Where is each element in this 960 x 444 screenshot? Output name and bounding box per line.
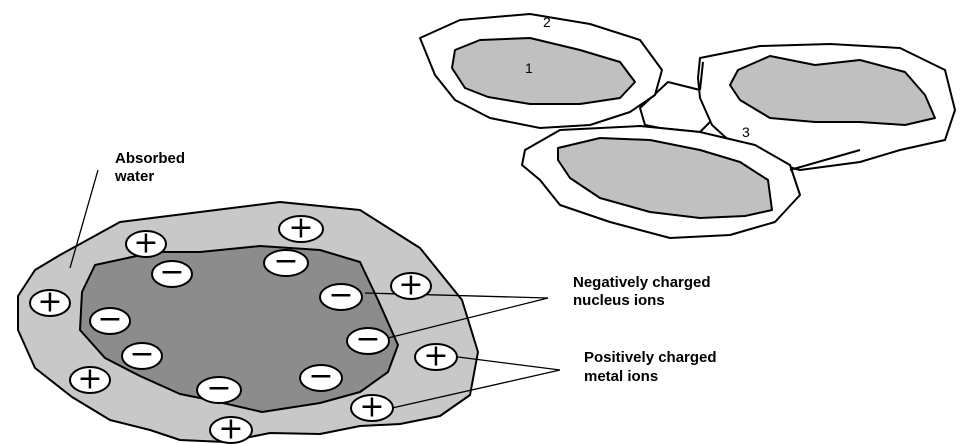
label-negative-ions-line2: nucleus ions — [573, 292, 665, 309]
svg-text:+: + — [133, 226, 158, 261]
svg-text:−: − — [129, 337, 154, 372]
svg-text:+: + — [37, 285, 62, 320]
grain-label-3: 3 — [742, 124, 750, 140]
svg-text:+: + — [218, 412, 243, 444]
svg-text:−: − — [328, 278, 353, 313]
svg-text:−: − — [206, 371, 231, 406]
svg-text:−: − — [159, 255, 184, 290]
svg-text:+: + — [423, 339, 448, 374]
label-absorbed-water-line1: Absorbed — [115, 150, 185, 167]
svg-text:+: + — [77, 362, 102, 397]
grain-cluster — [420, 14, 955, 238]
svg-text:−: − — [308, 359, 333, 394]
label-negative-ions-line1: Negatively charged — [573, 274, 711, 291]
svg-text:−: − — [97, 302, 122, 337]
svg-text:−: − — [273, 244, 298, 279]
svg-text:+: + — [398, 268, 423, 303]
label-positive-ions-line1: Positively charged — [584, 349, 717, 366]
svg-text:−: − — [355, 322, 380, 357]
svg-text:+: + — [288, 211, 313, 246]
svg-text:+: + — [359, 390, 384, 425]
grain-label-2: 2 — [543, 14, 551, 30]
label-absorbed-water-line2: water — [114, 168, 154, 185]
label-positive-ions-line2: metal ions — [584, 368, 658, 385]
grain-label-1: 1 — [525, 60, 533, 76]
